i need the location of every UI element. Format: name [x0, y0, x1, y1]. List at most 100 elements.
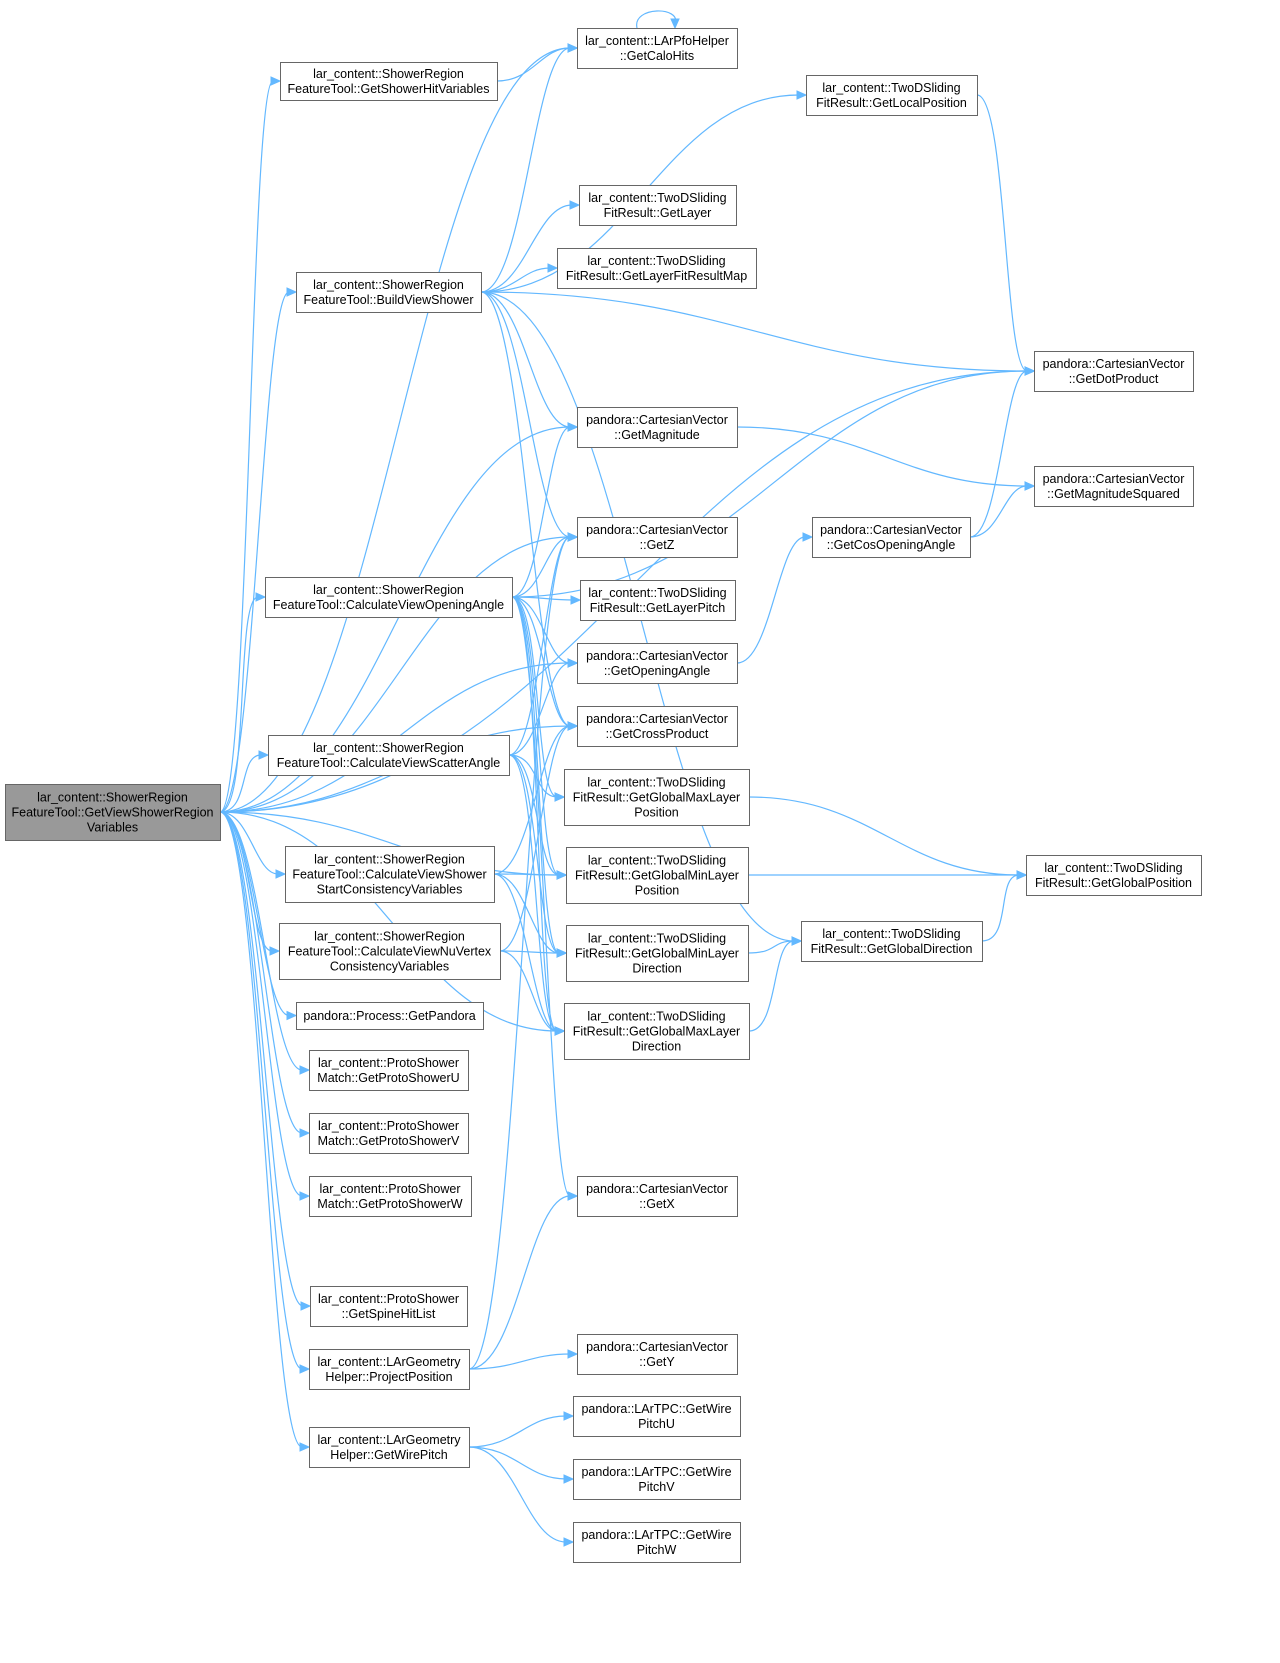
node-box: [310, 1286, 468, 1327]
call-edge-calcViewNuVertex-to-getCrossProduct: [499, 721, 579, 952]
edge-line: [511, 596, 571, 664]
call-edge-root-to-getProtoShowerV: [219, 811, 311, 1138]
node-label-line: FitResult::GetGlobalPosition: [1035, 876, 1192, 890]
node-getX[interactable]: pandora::CartesianVector::GetX: [577, 1176, 738, 1217]
node-getGlobalPosition[interactable]: lar_content::TwoDSlidingFitResult::GetGl…: [1026, 855, 1202, 896]
node-getZ[interactable]: pandora::CartesianVector::GetZ: [577, 517, 738, 558]
node-calcViewOpeningAngle[interactable]: lar_content::ShowerRegionFeatureTool::Ca…: [265, 577, 513, 618]
edge-line: [493, 873, 560, 954]
edge-line: [480, 291, 571, 727]
node-getProtoShowerU[interactable]: lar_content::ProtoShowerMatch::GetProtoS…: [309, 1050, 469, 1091]
node-box: [577, 706, 738, 747]
node-getGlobalMaxLayerDirection[interactable]: lar_content::TwoDSlidingFitResult::GetGl…: [564, 1003, 750, 1060]
node-root[interactable]: lar_content::ShowerRegionFeatureTool::Ge…: [5, 784, 221, 841]
node-getCosOpeningAngle[interactable]: pandora::CartesianVector::GetCosOpeningA…: [812, 517, 971, 558]
node-calcViewScatterAngle[interactable]: lar_content::ShowerRegionFeatureTool::Ca…: [268, 735, 510, 776]
node-calcViewNuVertex[interactable]: lar_content::ShowerRegionFeatureTool::Ca…: [279, 923, 501, 980]
edge-arrowhead: [563, 1474, 575, 1484]
edge-arrowhead: [286, 1010, 298, 1021]
edge-arrowhead: [299, 1065, 311, 1075]
edge-arrowhead: [299, 1191, 311, 1201]
node-label-line: lar_content::ProtoShower: [318, 1119, 459, 1133]
node-getProtoShowerW[interactable]: lar_content::ProtoShowerMatch::GetProtoS…: [309, 1176, 472, 1217]
node-buildViewShower[interactable]: lar_content::ShowerRegionFeatureTool::Bu…: [296, 272, 482, 313]
node-getShowerHitVariables[interactable]: lar_content::ShowerRegionFeatureTool::Ge…: [280, 62, 498, 101]
call-edge-projectPosition-to-getZ: [468, 532, 579, 1370]
node-box: [309, 1113, 469, 1154]
node-getLayerPitch[interactable]: lar_content::TwoDSlidingFitResult::GetLa…: [580, 580, 736, 621]
edge-line: [219, 426, 571, 813]
node-label-line: pandora::CartesianVector: [586, 523, 728, 537]
call-edge-getLocalPosition-to-getDotProduct: [976, 94, 1036, 376]
node-label-line: lar_content::ProtoShower: [318, 1056, 459, 1070]
node-getMagnitudeSquared[interactable]: pandora::CartesianVector::GetMagnitudeSq…: [1034, 466, 1194, 507]
node-label-line: lar_content::ShowerRegion: [313, 741, 464, 755]
node-label-line: Variables: [87, 821, 138, 835]
node-box: [309, 1050, 469, 1091]
node-getLayer[interactable]: lar_content::TwoDSlidingFitResult::GetLa…: [579, 185, 737, 226]
node-getCaloHits[interactable]: lar_content::LArPfoHelper::GetCaloHits: [577, 28, 738, 69]
call-edge-calcViewShowerStart-to-getGlobalMinLayerPosition: [493, 870, 568, 880]
edge-line: [468, 1353, 571, 1370]
node-getDotProduct[interactable]: pandora::CartesianVector::GetDotProduct: [1034, 351, 1194, 392]
node-label-line: ::GetMagnitudeSquared: [1047, 487, 1180, 501]
call-edge-calcViewOpeningAngle-to-getZ: [511, 532, 579, 598]
node-label-line: lar_content::TwoDSliding: [587, 254, 725, 268]
node-box: [566, 847, 749, 904]
node-label-line: lar_content::TwoDSliding: [587, 1010, 725, 1024]
edge-line: [468, 1415, 567, 1448]
call-edge-getWirePitch-to-getWirePitchW: [468, 1446, 575, 1547]
node-getGlobalDirection[interactable]: lar_content::TwoDSlidingFitResult::GetGl…: [801, 921, 983, 962]
node-getGlobalMinLayerDirection[interactable]: lar_content::TwoDSlidingFitResult::GetGl…: [566, 925, 749, 982]
edge-line: [219, 80, 274, 813]
edge-line: [468, 536, 571, 1370]
call-edge-calcViewNuVertex-to-getGlobalMaxLayerDirection: [499, 950, 566, 1036]
edge-line: [508, 754, 560, 954]
node-label-line: FitResult::GetGlobalMinLayer: [575, 947, 739, 961]
node-box: [573, 1459, 741, 1500]
edge-arrowhead: [567, 422, 579, 432]
edge-line: [219, 47, 571, 813]
node-getMagnitude[interactable]: pandora::CartesianVector::GetMagnitude: [577, 407, 738, 448]
node-box: [1026, 855, 1202, 896]
call-edge-getGlobalMaxLayerPosition-to-getGlobalPosition: [748, 796, 1028, 880]
call-edge-root-to-calcViewOpeningAngle: [219, 592, 267, 813]
node-getGlobalMaxLayerPosition[interactable]: lar_content::TwoDSlidingFitResult::GetGl…: [564, 769, 750, 826]
node-getLocalPosition[interactable]: lar_content::TwoDSlidingFitResult::GetLo…: [806, 75, 978, 116]
node-projectPosition[interactable]: lar_content::LArGeometryHelper::ProjectP…: [309, 1349, 470, 1390]
node-box: [577, 517, 738, 558]
call-edge-calcViewShowerStart-to-getGlobalMinLayerDirection: [493, 873, 568, 958]
call-edges: [219, 10, 1036, 1547]
node-label-line: lar_content::ShowerRegion: [313, 278, 464, 292]
node-calcViewShowerStart[interactable]: lar_content::ShowerRegionFeatureTool::Ca…: [285, 846, 495, 903]
node-box: [564, 769, 750, 826]
node-getProtoShowerV[interactable]: lar_content::ProtoShowerMatch::GetProtoS…: [309, 1113, 469, 1154]
edge-arrowhead: [802, 532, 814, 542]
edge-line: [219, 811, 560, 876]
node-label-line: FitResult::GetGlobalMaxLayer: [573, 791, 740, 805]
node-box: [296, 1002, 484, 1030]
node-label-line: ::GetSpineHitList: [342, 1307, 436, 1321]
node-box: [806, 75, 978, 116]
node-getOpeningAngle[interactable]: pandora::CartesianVector::GetOpeningAngl…: [577, 643, 738, 684]
node-getSpineHitList[interactable]: lar_content::ProtoShower::GetSpineHitLis…: [310, 1286, 468, 1327]
node-getY[interactable]: pandora::CartesianVector::GetY: [577, 1334, 738, 1375]
node-getCrossProduct[interactable]: pandora::CartesianVector::GetCrossProduc…: [577, 706, 738, 747]
edge-line: [736, 536, 806, 664]
node-box: [1034, 351, 1194, 392]
node-label-line: FeatureTool::GetShowerHitVariables: [288, 82, 490, 96]
node-label-line: FitResult::GetLocalPosition: [816, 96, 967, 110]
node-label-line: PitchW: [637, 1543, 677, 1557]
node-getPandora[interactable]: pandora::Process::GetPandora: [296, 1002, 484, 1030]
node-label-line: Position: [635, 884, 680, 898]
node-label-line: pandora::CartesianVector: [820, 523, 962, 537]
node-getGlobalMinLayerPosition[interactable]: lar_content::TwoDSlidingFitResult::GetGl…: [566, 847, 749, 904]
call-edge-calcViewOpeningAngle-to-getGlobalMaxLayerDirection: [511, 596, 566, 1036]
node-getWirePitch[interactable]: lar_content::LArGeometryHelper::GetWireP…: [309, 1427, 470, 1468]
edge-line: [219, 291, 290, 813]
node-getLayerFitResultMap[interactable]: lar_content::TwoDSlidingFitResult::GetLa…: [557, 248, 757, 289]
